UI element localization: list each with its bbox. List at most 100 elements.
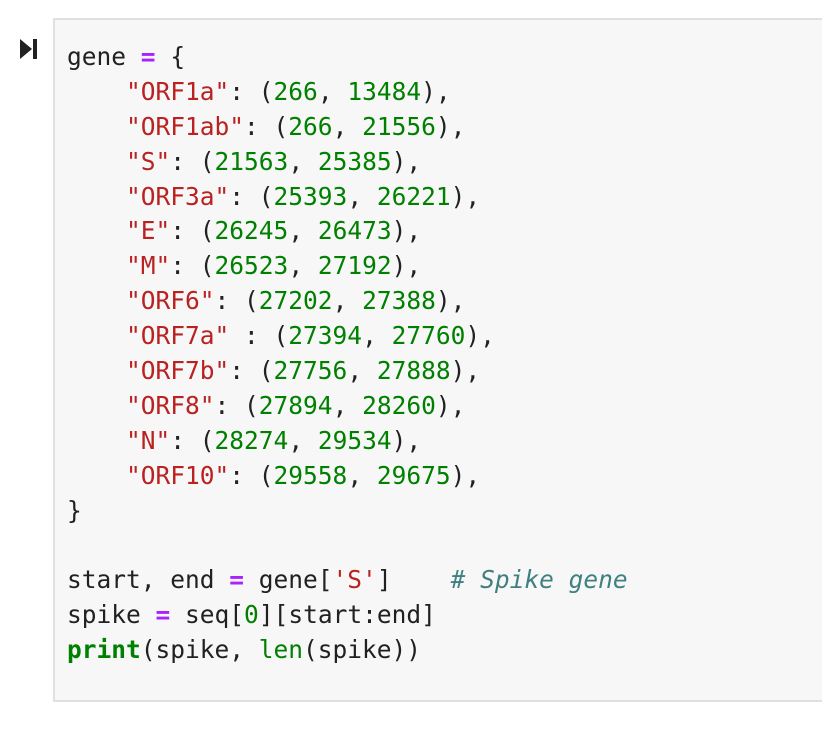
dict-entry-line: "ORF3a": (25393, 26221),: [67, 180, 628, 215]
dict-entry-line: "ORF1a": (266, 13484),: [67, 75, 628, 110]
dict-entry-line: "M": (26523, 27192),: [67, 249, 628, 284]
code-line-blank: [67, 528, 628, 563]
indent: [67, 461, 126, 490]
dict-key: "ORF1ab": [126, 111, 245, 141]
tuple-close: ),: [450, 460, 481, 490]
spike-lhs: spike: [67, 600, 156, 630]
range-end: 13484: [347, 76, 422, 106]
indent: [67, 286, 126, 315]
range-start: 21563: [214, 146, 289, 176]
indent: [67, 216, 126, 245]
assign-operator: =: [140, 42, 156, 71]
code-editor[interactable]: gene = { "ORF1a": (266, 13484), "ORF1ab"…: [67, 40, 628, 668]
number-literal-zero: 0: [244, 600, 259, 630]
dict-separator: : (: [229, 356, 274, 386]
code-line-print: print(spike, len(spike)): [67, 633, 628, 668]
tuple-close: ),: [391, 425, 422, 455]
run-cell-icon[interactable]: [18, 37, 42, 61]
range-start: 25393: [273, 181, 348, 211]
range-end: 27888: [376, 356, 451, 386]
indent: [67, 426, 126, 455]
dict-separator: : (: [170, 216, 215, 246]
dict-key: "S": [126, 146, 171, 176]
dict-entry-line: "ORF1ab": (266, 21556),: [67, 110, 628, 145]
code-line-spike: spike = seq[0][start:end]: [67, 598, 628, 633]
comma: ,: [362, 321, 392, 351]
indent: [67, 321, 126, 350]
comma: ,: [332, 111, 363, 141]
seq-index-open: seq[: [170, 600, 245, 630]
dict-separator: : (: [214, 390, 259, 420]
comment-spike-gene: # Spike gene: [450, 565, 628, 595]
dict-separator: : (: [214, 286, 259, 316]
dict-separator: : (: [229, 321, 289, 351]
range-start: 26245: [214, 216, 289, 246]
dict-entry-line: "ORF7b": (27756, 27888),: [67, 354, 628, 389]
code-line-gene-open: gene = {: [67, 40, 628, 75]
range-end: 25385: [317, 146, 392, 176]
comma: ,: [347, 460, 377, 490]
indent: [67, 182, 126, 211]
comma: ,: [347, 181, 377, 211]
dict-entry-line: "E": (26245, 26473),: [67, 214, 628, 249]
dict-key: "ORF8": [126, 390, 215, 420]
string-literal-s: 'S': [332, 565, 377, 595]
tuple-close: ),: [465, 321, 495, 351]
dict-key: "ORF3a": [126, 181, 230, 211]
tuple-close: ),: [421, 76, 451, 106]
tuple-close: ),: [391, 216, 422, 246]
dict-entry-line: "ORF7a" : (27394, 27760),: [67, 319, 628, 354]
dict-separator: : (: [170, 425, 215, 455]
comma: ,: [288, 216, 318, 246]
open-brace: {: [170, 42, 186, 71]
assign-operator: =: [229, 565, 245, 595]
dict-separator: : (: [229, 76, 274, 106]
indent: [67, 356, 126, 385]
comma: ,: [288, 425, 318, 455]
comma: ,: [332, 286, 363, 316]
dict-key: "N": [126, 425, 171, 455]
code-line-start-end: start, end = gene['S'] # Spike gene: [67, 563, 628, 598]
range-end: 27192: [317, 251, 392, 281]
code-line-close-brace: }: [67, 494, 628, 529]
assign-operator: =: [155, 600, 171, 630]
range-end: 28260: [362, 390, 436, 420]
tuple-close: ),: [391, 251, 422, 281]
print-keyword: print: [67, 635, 141, 665]
gene-index-open: gene[: [244, 565, 333, 595]
print-args-close: (spike)): [303, 635, 422, 665]
range-end: 26221: [376, 181, 451, 211]
indent: [67, 112, 126, 141]
indent: [67, 251, 126, 280]
tuple-close: ),: [450, 356, 481, 386]
dict-key: "ORF10": [126, 460, 230, 490]
range-end: 26473: [317, 216, 392, 246]
code-cell[interactable]: gene = { "ORF1a": (266, 13484), "ORF1ab"…: [53, 18, 822, 702]
range-end: 29534: [317, 425, 392, 455]
dict-key: "ORF7a": [126, 321, 230, 351]
range-end: 27388: [362, 286, 436, 316]
range-end: 27760: [391, 321, 466, 351]
comma: ,: [317, 76, 348, 106]
range-start: 266: [273, 76, 318, 106]
range-start: 27894: [258, 390, 333, 420]
range-start: 29558: [273, 460, 348, 490]
range-end: 29675: [376, 460, 451, 490]
comma: ,: [288, 251, 318, 281]
dict-entry-line: "S": (21563, 25385),: [67, 145, 628, 180]
tuple-close: ),: [435, 390, 466, 420]
print-args-open: (spike,: [140, 635, 259, 665]
dict-entry-line: "ORF10": (29558, 29675),: [67, 459, 628, 494]
dict-separator: : (: [229, 181, 274, 211]
dict-entry-line: "ORF8": (27894, 28260),: [67, 389, 628, 424]
dict-key: "ORF1a": [126, 76, 230, 106]
start-end-lhs: start, end: [67, 565, 230, 595]
dict-entry-line: "ORF6": (27202, 27388),: [67, 284, 628, 319]
range-start: 27756: [273, 356, 348, 386]
dict-separator: : (: [244, 111, 289, 141]
dict-separator: : (: [170, 146, 215, 176]
comma: ,: [288, 146, 318, 176]
dict-entry-line: "N": (28274, 29534),: [67, 424, 628, 459]
var-gene: gene: [67, 42, 127, 71]
tuple-close: ),: [435, 286, 466, 316]
